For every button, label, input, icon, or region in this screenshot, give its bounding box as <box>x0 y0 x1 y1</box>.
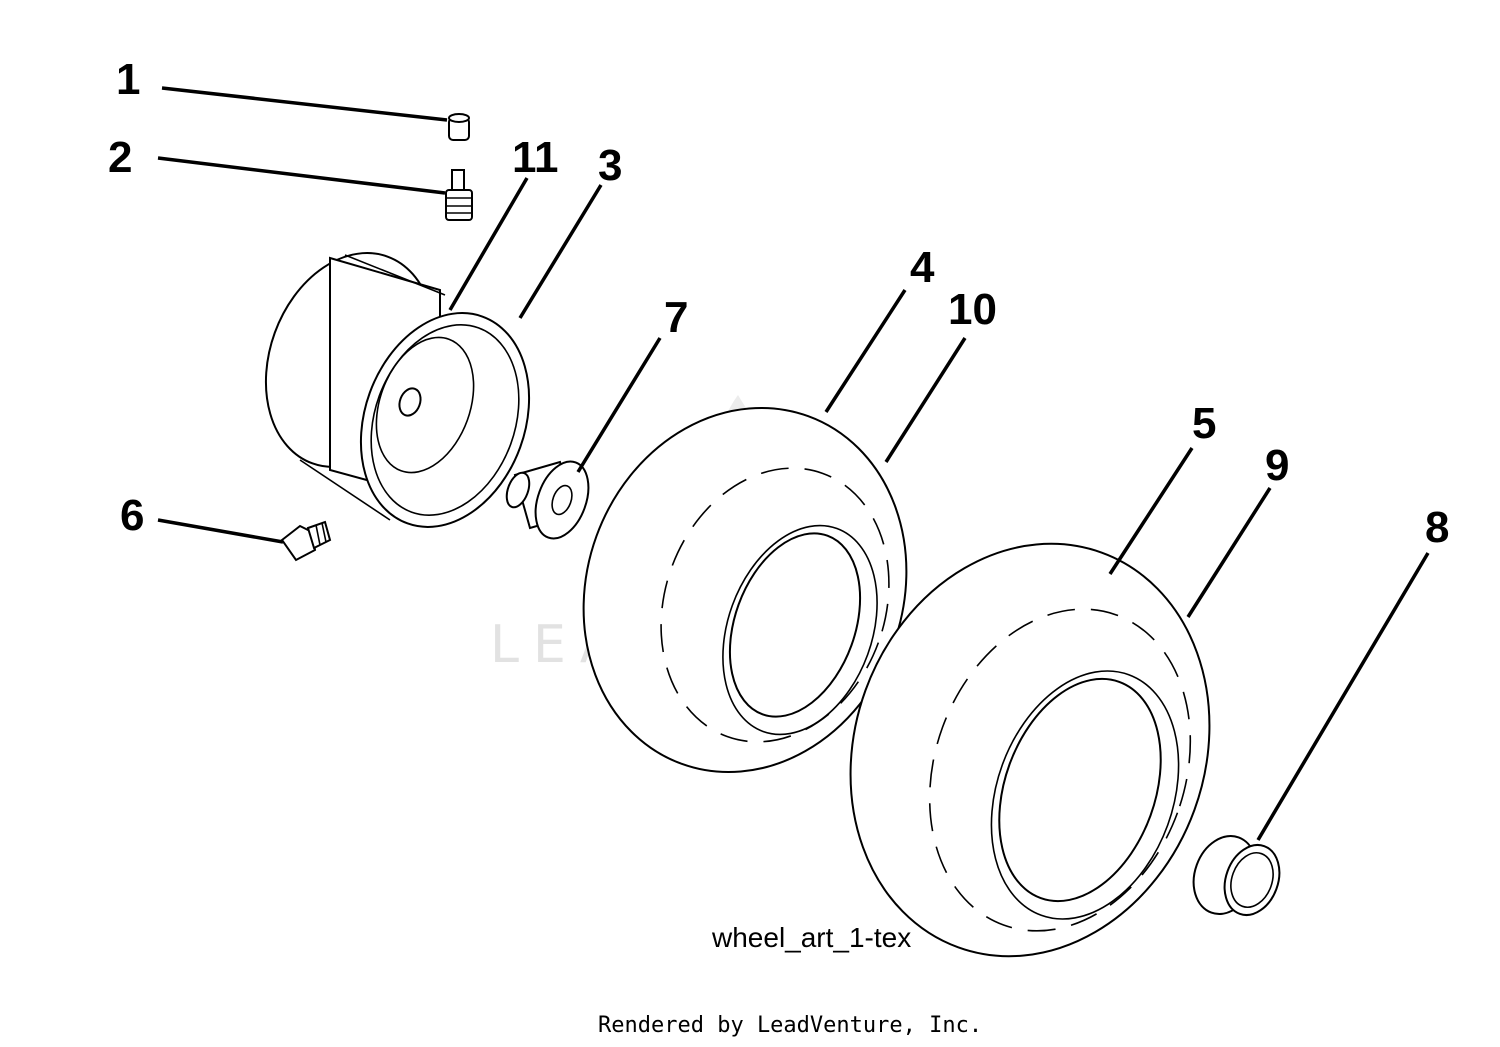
part-hub-cap <box>1192 835 1281 916</box>
leader-3 <box>518 184 603 319</box>
part-wheel-rim <box>264 252 531 528</box>
leader-4 <box>824 289 907 413</box>
leader-2 <box>157 156 446 195</box>
leader-8 <box>1256 552 1430 841</box>
leader-lines <box>157 86 1430 841</box>
footer-credit: Rendered by LeadVenture, Inc. <box>598 1013 982 1038</box>
part-valve-cap <box>448 113 470 141</box>
callout-11: 11 <box>512 133 559 182</box>
part-tire-front <box>582 406 908 774</box>
callout-10: 10 <box>948 285 997 334</box>
art-label: wheel_art_1-tex <box>711 922 911 953</box>
part-tire-rear <box>849 542 1211 958</box>
callout-6: 6 <box>120 491 144 540</box>
leader-7 <box>576 337 662 473</box>
callout-9: 9 <box>1265 441 1289 490</box>
callout-1: 1 <box>116 55 140 104</box>
callout-3: 3 <box>598 141 622 190</box>
callout-7: 7 <box>664 293 688 342</box>
callout-4: 4 <box>910 243 935 292</box>
callout-5: 5 <box>1192 399 1216 448</box>
part-valve-stem <box>445 169 473 221</box>
part-bolt <box>280 520 332 562</box>
callout-8: 8 <box>1425 503 1449 552</box>
leader-6 <box>157 518 284 544</box>
leader-9 <box>1186 487 1272 618</box>
part-bushing <box>505 460 590 540</box>
leader-10 <box>884 337 967 463</box>
leader-11 <box>448 177 529 311</box>
callout-2: 2 <box>108 133 132 182</box>
leader-1 <box>161 86 448 122</box>
leader-5 <box>1108 447 1194 575</box>
callout-numbers: 1 2 11 3 7 4 10 5 9 8 6 <box>108 55 1449 552</box>
